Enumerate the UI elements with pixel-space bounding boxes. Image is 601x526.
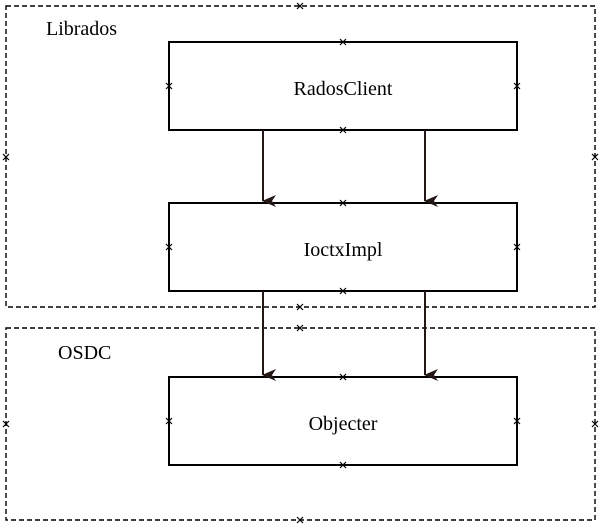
- node-objecter-handles: [165, 373, 521, 469]
- node-ioctximpl: IoctxImpl: [165, 199, 521, 295]
- group-osdc: OSDC: [2, 324, 599, 524]
- handle-marker: [339, 287, 347, 295]
- handle-marker: [513, 417, 521, 425]
- node-objecter: Objecter: [165, 373, 521, 469]
- group-librados-handles: [2, 2, 599, 311]
- handle-marker: [296, 2, 304, 10]
- handle-marker: [165, 82, 173, 90]
- edges-radosclient-to-ioctximpl: [262, 130, 438, 207]
- handle-marker: [339, 373, 347, 381]
- node-objecter-box: [168, 376, 518, 466]
- node-radosclient: RadosClient: [165, 38, 521, 134]
- handle-marker: [296, 303, 304, 311]
- edges-ioctximpl-to-objecter: [262, 291, 438, 381]
- handle-marker: [339, 199, 347, 207]
- handle-marker: [165, 243, 173, 251]
- group-librados-label: Librados: [46, 18, 117, 40]
- node-ioctximpl-handles: [165, 199, 521, 295]
- group-osdc-label: OSDC: [58, 342, 111, 364]
- node-objecter-label: Objecter: [309, 413, 378, 435]
- handle-marker: [591, 153, 599, 161]
- handle-marker: [339, 126, 347, 134]
- handle-marker: [513, 82, 521, 90]
- node-radosclient-handles: [165, 38, 521, 134]
- handle-marker: [591, 420, 599, 428]
- node-ioctximpl-label: IoctxImpl: [304, 239, 383, 261]
- handle-marker: [296, 516, 304, 524]
- handle-marker: [339, 461, 347, 469]
- node-radosclient-label: RadosClient: [294, 78, 393, 100]
- handle-marker: [2, 420, 10, 428]
- handle-marker: [2, 153, 10, 161]
- handle-marker: [339, 38, 347, 46]
- group-osdc-handles: [2, 324, 599, 524]
- group-librados: Librados: [2, 2, 599, 311]
- handle-marker: [513, 243, 521, 251]
- handle-marker: [296, 324, 304, 332]
- handle-marker: [165, 417, 173, 425]
